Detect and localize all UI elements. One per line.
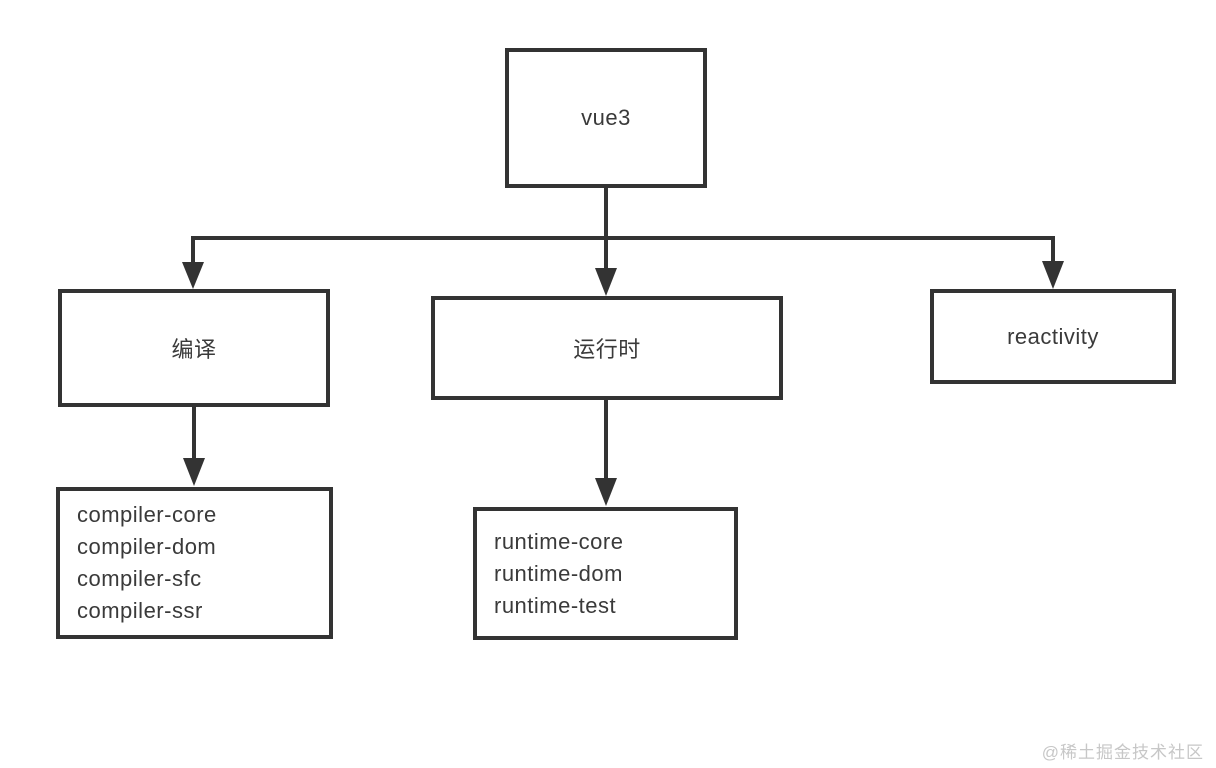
node-compile-label: 编译 — [171, 337, 217, 362]
package-line-compiler-core: compiler-core — [77, 502, 217, 527]
node-reactivity: reactivity — [930, 289, 1176, 384]
node-runtime-label: 运行时 — [573, 337, 641, 362]
package-line-runtime-test: runtime-test — [494, 592, 617, 618]
package-line-compiler-dom: compiler-dom — [77, 534, 217, 559]
node-vue3: vue3 — [505, 48, 707, 188]
node-compile-packages: compiler-core compiler-dom compiler-sfc … — [56, 487, 333, 639]
watermark-text: @稀土掘金技术社区 — [1041, 743, 1204, 762]
package-line-compiler-sfc: compiler-sfc — [77, 566, 202, 591]
node-vue3-label: vue3 — [581, 105, 631, 130]
arrowhead-to-runtime — [595, 268, 617, 296]
package-line-runtime-core: runtime-core — [494, 528, 624, 554]
package-line-runtime-dom: runtime-dom — [494, 560, 623, 586]
arrowhead-compile-packages — [183, 458, 205, 486]
node-runtime: 运行时 — [431, 296, 783, 400]
node-runtime-packages: runtime-core runtime-dom runtime-test — [473, 507, 738, 640]
arrowhead-runtime-packages — [595, 478, 617, 506]
arrowhead-to-compile — [182, 262, 204, 289]
arrowhead-to-reactivity — [1042, 261, 1064, 289]
node-reactivity-label: reactivity — [1007, 323, 1099, 349]
package-line-compiler-ssr: compiler-ssr — [77, 598, 203, 623]
node-compile: 编译 — [58, 289, 330, 407]
